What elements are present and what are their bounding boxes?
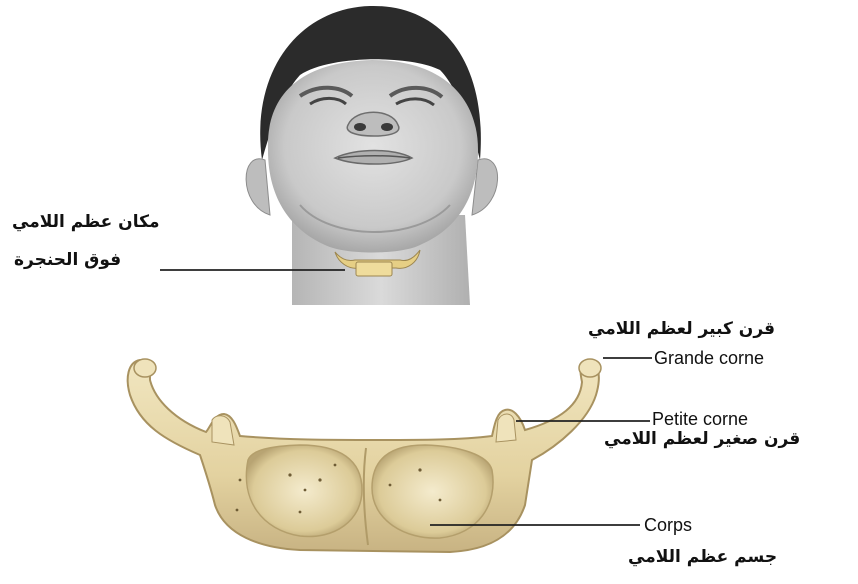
label-grande-corne: Grande corne: [654, 349, 764, 367]
left-ear: [246, 159, 270, 215]
label-petite-corne: Petite corne: [652, 410, 748, 428]
hyoid-bone-large: [128, 359, 601, 552]
label-hyoid-location-line1: مكان عظم اللامي: [12, 214, 160, 231]
greater-horn-tip-right: [579, 359, 601, 377]
label-petite-corne-arabic: قرن صغير لعظم اللامي: [604, 431, 800, 448]
label-grande-corne-arabic: قرن كبير لعظم اللامي: [588, 321, 775, 338]
label-corps: Corps: [644, 516, 692, 534]
label-hyoid-location-line2: فوق الحنجرة: [14, 252, 121, 269]
label-corps-arabic: جسم عظم اللامي: [628, 549, 777, 566]
greater-horn-tip-left: [134, 359, 156, 377]
lesser-horn-right: [496, 414, 516, 442]
head-illustration: [246, 6, 497, 305]
hyoid-bone-outline: [128, 360, 599, 552]
